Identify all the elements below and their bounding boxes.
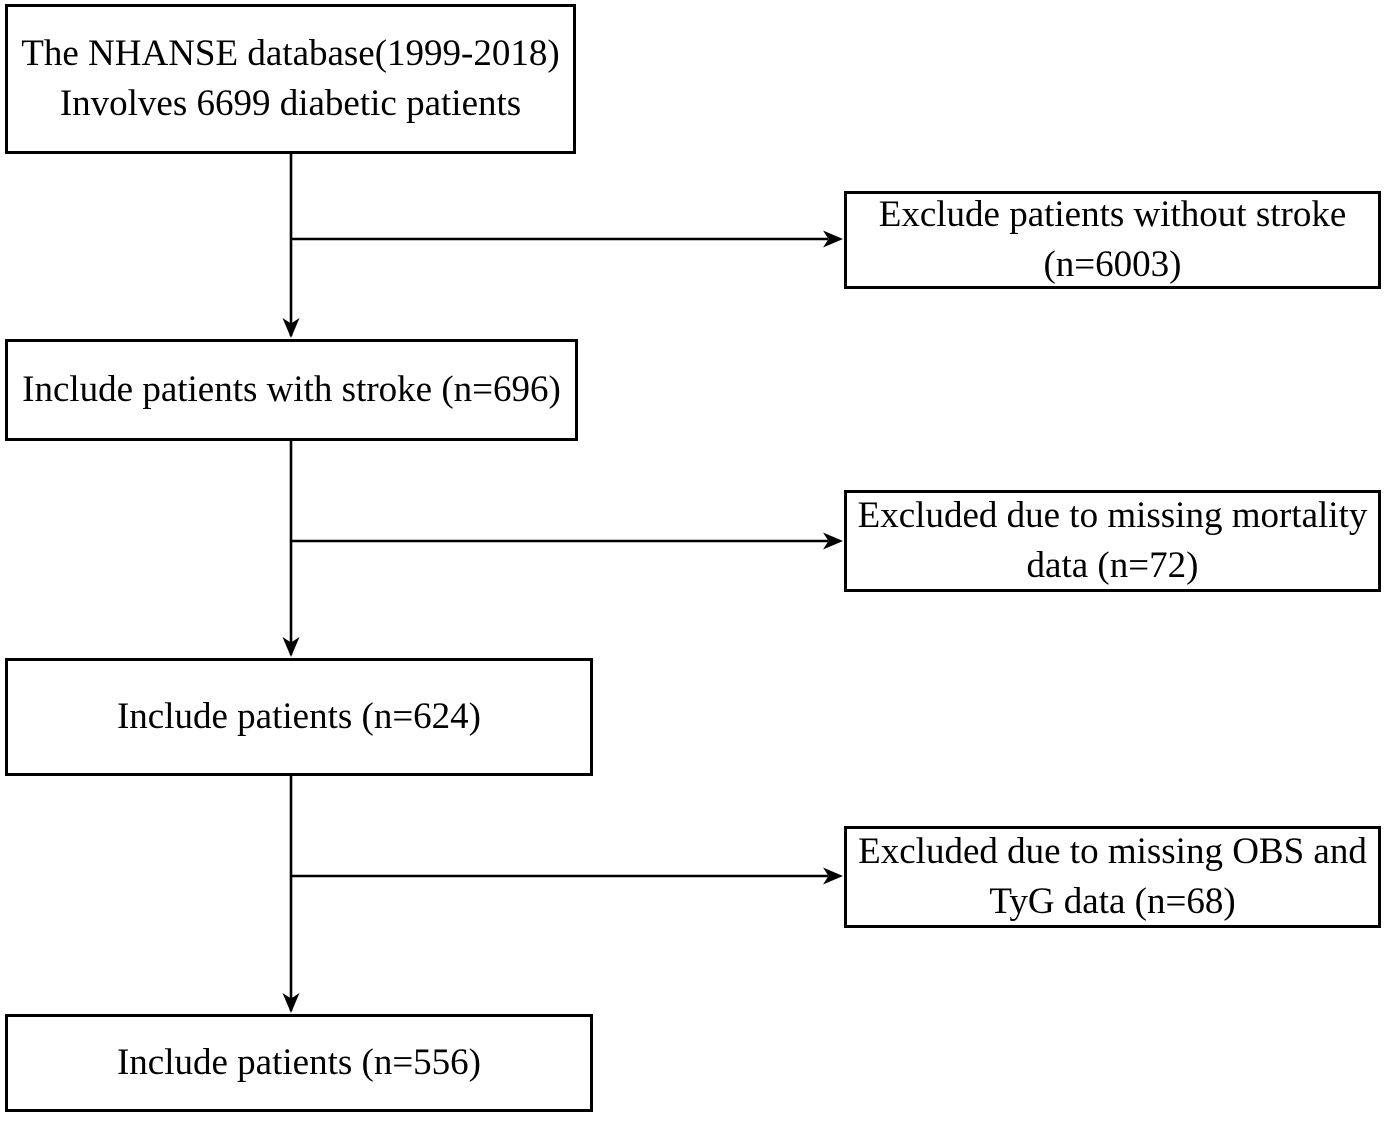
arrowhead-right-3 <box>823 867 843 885</box>
exclusion-box-no-stroke: Exclude patients without stroke (n=6003) <box>844 191 1381 289</box>
box-text-line: Excluded due to missing mortality <box>857 495 1368 537</box>
exclusion-box-missing-obs-tyg: Excluded due to missing OBS and TyG data… <box>844 826 1381 928</box>
box-text-line: (n=6003) <box>1043 244 1182 285</box>
box-text-line: Include patients with stroke (n=696) <box>22 369 561 411</box>
flow-box-database: The NHANSE database(1999-2018) Involves … <box>5 4 576 154</box>
box-text-line: Exclude patients without stroke <box>878 194 1347 236</box>
box-text-line: Excluded due to missing OBS and <box>858 831 1367 873</box>
box-text-line: Include patients (n=556) <box>116 1042 482 1084</box>
arrowhead-right-1 <box>823 230 843 248</box>
box-text-line: Include patients (n=624) <box>116 696 482 738</box>
box-text-line: data (n=72) <box>1026 545 1199 586</box>
arrowhead-down-3 <box>282 993 300 1013</box>
flow-box-include-556: Include patients (n=556) <box>5 1014 593 1112</box>
arrowhead-down-2 <box>282 637 300 657</box>
exclusion-box-missing-mortality: Excluded due to missing mortality data (… <box>844 490 1381 592</box>
flow-box-include-stroke: Include patients with stroke (n=696) <box>5 339 578 441</box>
box-text-line: Involves 6699 diabetic patients <box>59 83 522 124</box>
box-text-line: TyG data (n=68) <box>989 881 1236 922</box>
arrowhead-right-2 <box>823 532 843 550</box>
box-text-line: The NHANSE database(1999-2018) <box>21 33 560 75</box>
flow-box-include-624: Include patients (n=624) <box>5 658 593 776</box>
arrowhead-down-1 <box>282 318 300 338</box>
